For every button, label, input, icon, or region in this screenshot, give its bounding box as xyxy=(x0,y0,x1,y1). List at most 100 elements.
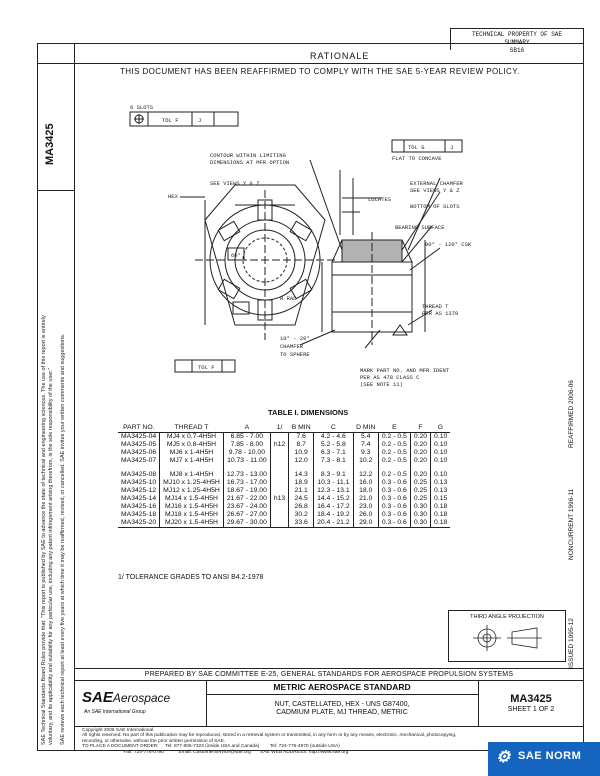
cell-dim-a: 18.67 - 19.00 xyxy=(222,487,271,495)
col-f: F xyxy=(410,424,431,433)
col-a: A xyxy=(223,424,271,433)
cell-part-no: MA3425-20 xyxy=(118,519,160,528)
cell-dim-f: 0.30 xyxy=(409,511,431,519)
issued-date: ISSUED 1995-12 xyxy=(568,618,575,668)
cell-dim-f: 0.20 xyxy=(409,432,431,441)
cell-dim-b: 8.7 xyxy=(288,441,314,449)
cell-thread: MJ7 x 1-4H5H xyxy=(159,457,224,465)
sheet-border xyxy=(37,43,584,751)
fcf-frame-1 xyxy=(129,111,239,127)
standard-title: METRIC AEROSPACE STANDARD xyxy=(206,681,478,695)
reaffirm-statement: THIS DOCUMENT HAS BEEN REAFFIRMED TO COM… xyxy=(120,67,520,76)
cell-dim-b: 24.5 xyxy=(288,495,314,503)
svg-text:SEE VIEWS Y & Z: SEE VIEWS Y & Z xyxy=(410,187,460,194)
cell-part-no: MA3425-06 xyxy=(121,449,157,456)
cell-dim-b: 14.3 xyxy=(288,471,314,479)
col-tol-note: 1/ xyxy=(270,424,289,433)
cell-dim-e: 0.3 - 0.6 xyxy=(377,495,411,503)
cell-dim-f: 0.20 xyxy=(409,457,431,465)
cell-dim-c: 5.2 - 5.8 xyxy=(313,441,354,449)
cell-dim-a: 26.67 - 27.00 xyxy=(222,511,271,519)
cell-dim-d: 16.0 xyxy=(352,479,379,487)
svg-text:(SEE NOTE 11): (SEE NOTE 11) xyxy=(360,381,403,388)
cell-dim-d: 5.4 xyxy=(352,432,379,441)
cell-dim-d: 18.0 xyxy=(352,487,379,495)
cell-tol-grade xyxy=(269,503,289,511)
cell-thread: MJ4 x 0.7-4H5H xyxy=(159,432,224,441)
tolerance-footnote: 1/ TOLERANCE GRADES TO ANSI B4.2-1978 xyxy=(118,574,264,581)
cell-tol-grade xyxy=(269,511,289,519)
svg-text:PER AS 1370: PER AS 1370 xyxy=(422,310,458,317)
svg-text:LOCATES: LOCATES xyxy=(368,196,392,203)
svg-text:TOL F: TOL F xyxy=(198,364,215,371)
dimensions-table: PART NO. THREAD T A 1/ B MIN C D MIN E F… xyxy=(118,424,451,528)
cell-dim-d: 9.3 xyxy=(352,449,379,457)
cell-dim-b: 18.9 xyxy=(288,479,314,487)
cell-tol-grade: h13 xyxy=(269,495,289,503)
projection-symbol-icon xyxy=(473,625,542,651)
cell-dim-b: 12.0 xyxy=(288,457,314,465)
cell-part-no: MA3425-04 xyxy=(121,433,157,440)
svg-text:MARK PART NO. AND MFR IDENT: MARK PART NO. AND MFR IDENT xyxy=(360,367,450,374)
cell-dim-a: 10.73 - 11.00 xyxy=(222,457,271,465)
svg-text:90° - 120° CSK: 90° - 120° CSK xyxy=(425,241,472,248)
rationale-label: RATIONALE xyxy=(310,51,370,61)
cell-dim-a: 23.67 - 24.00 xyxy=(222,503,271,511)
badge-icon: ⚙ xyxy=(496,749,511,766)
cell-dim-d: 10.2 xyxy=(352,457,379,465)
cell-tol-grade: h12 xyxy=(269,441,289,449)
cell-dim-d: 12.2 xyxy=(352,471,379,479)
side-disclaimer-3: SAE reviews each technical report at lea… xyxy=(60,333,66,745)
cell-thread: MJ18 x 1.5-4H5H xyxy=(159,511,224,519)
cell-dim-e: 0.2 - 0.5 xyxy=(377,441,411,449)
col-part-no: PART NO. xyxy=(118,424,160,433)
cell-dim-g: 0.13 xyxy=(430,479,451,487)
nut-drawing: 6 SLOTS TOL F J TOL G J FLAT TO CONCAVE … xyxy=(129,104,472,388)
projection-box: THIRD ANGLE PROJECTION xyxy=(448,610,566,662)
cell-dim-g: 0.10 xyxy=(430,441,451,449)
sae-norm-badge: ⚙ SAE NORM xyxy=(488,742,600,776)
cell-tol-grade xyxy=(269,471,289,479)
copyright-line: Fax: 724-776-0790 Email: CustomerService… xyxy=(82,749,349,755)
cell-dim-g: 0.10 xyxy=(430,432,451,441)
label-6-slots: 6 SLOTS xyxy=(130,104,154,111)
cell-dim-d: 26.0 xyxy=(352,511,379,519)
svg-text:10° - 20°: 10° - 20° xyxy=(280,335,310,342)
cell-dim-a: 9.78 - 10.00 xyxy=(222,449,271,457)
cell-dim-a: 16.73 - 17.00 xyxy=(222,479,271,487)
footer-doc-number: MA3425 xyxy=(510,693,552,705)
cell-dim-e: 0.2 - 0.5 xyxy=(377,432,411,441)
cell-part-no: MA3425-12 xyxy=(121,487,157,494)
svg-text:DIMENSIONS AT MFR OPTION: DIMENSIONS AT MFR OPTION xyxy=(210,159,289,166)
cell-tol-grade xyxy=(269,519,289,528)
cell-dim-c: 6.3 - 7.1 xyxy=(313,449,354,457)
cell-dim-g: 0.10 xyxy=(430,471,451,479)
svg-text:BEARING SURFACE: BEARING SURFACE xyxy=(395,224,445,231)
cell-dim-c: 14.4 - 15.2 xyxy=(313,495,354,503)
svg-text:THREAD T: THREAD T xyxy=(422,303,449,310)
cell-thread: MJ8 x 1-4H5H xyxy=(159,471,224,479)
cell-dim-d: 23.0 xyxy=(352,503,379,511)
side-disclaimer-1: SAE Technical Standards Board Rules prov… xyxy=(41,315,47,745)
sheet-number: SHEET 1 OF 2 xyxy=(507,706,555,713)
sae-logo: SAEAerospace An SAE International Group xyxy=(74,681,207,726)
badge-text: SAE NORM xyxy=(518,750,582,762)
cell-tol-grade xyxy=(269,449,289,457)
cell-dim-e: 0.3 - 0.6 xyxy=(377,487,411,495)
cell-dim-b: 33.6 xyxy=(288,519,314,528)
cell-dim-e: 0.3 - 0.6 xyxy=(377,519,411,528)
cell-dim-g: 0.15 xyxy=(430,495,451,503)
svg-text:J: J xyxy=(450,144,453,151)
title-block-right: MA3425 SHEET 1 OF 2 xyxy=(478,681,584,726)
cell-dim-a: 12.73 - 13.00 xyxy=(222,471,271,479)
cell-dim-b: 26.8 xyxy=(288,503,314,511)
title-block-middle: METRIC AEROSPACE STANDARD NUT, CASTELLAT… xyxy=(206,681,479,726)
cell-dim-e: 0.3 - 0.6 xyxy=(377,503,411,511)
svg-text:CONTOUR WITHIN LIMITING: CONTOUR WITHIN LIMITING xyxy=(210,152,286,159)
cell-dim-c: 18.4 - 19.2 xyxy=(313,511,354,519)
col-e: E xyxy=(378,424,411,433)
logo-tagline: An SAE International Group xyxy=(84,709,146,715)
